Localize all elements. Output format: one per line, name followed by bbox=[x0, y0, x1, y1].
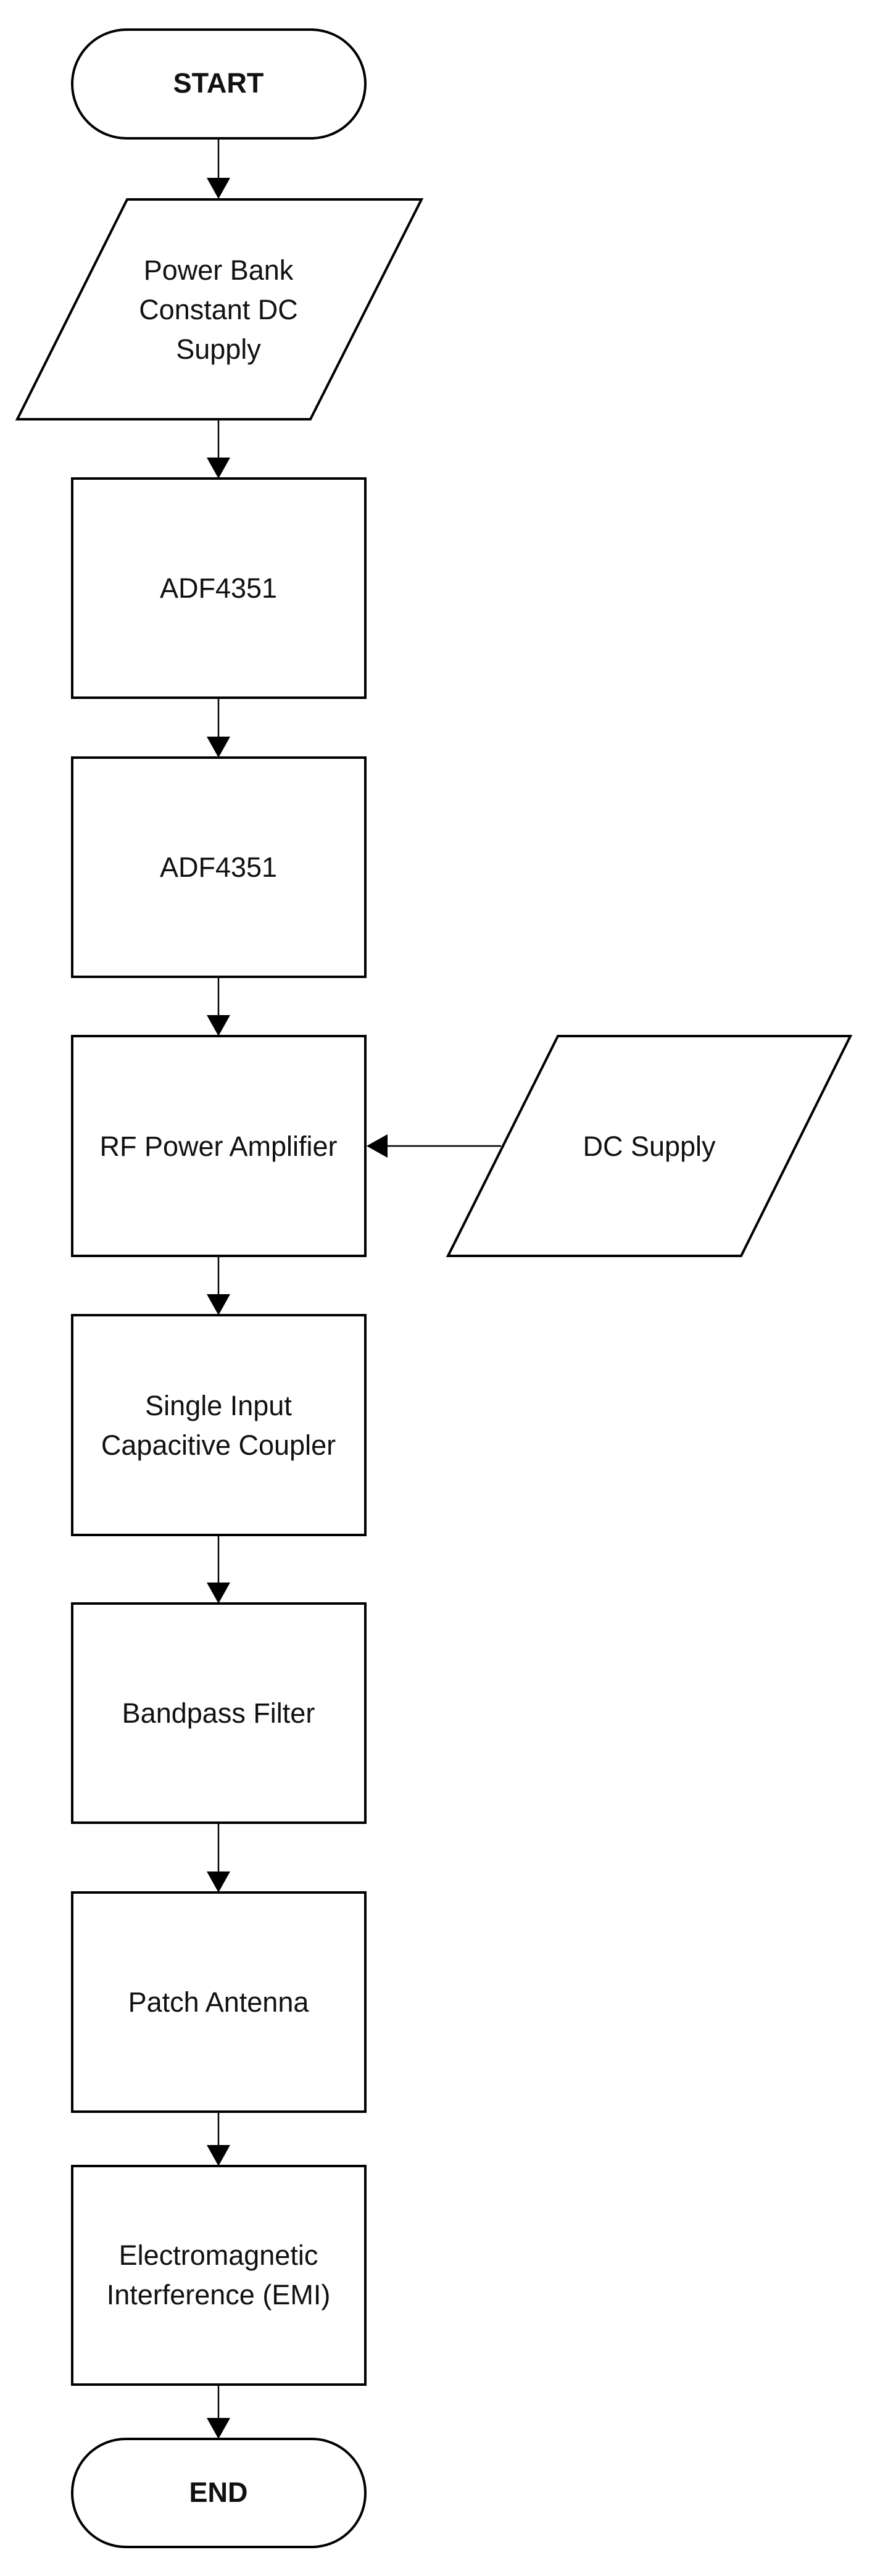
edge-rf-power-amplifier-to-capacitive-coupler bbox=[207, 1256, 230, 1315]
arrowhead bbox=[207, 178, 230, 199]
arrowhead bbox=[207, 2145, 230, 2166]
edge-adf4351-second-to-rf-power-amplifier bbox=[207, 977, 230, 1036]
arrowhead bbox=[207, 1871, 230, 1892]
edge-start-to-power-bank bbox=[207, 138, 230, 199]
node-label: START bbox=[173, 67, 264, 99]
node-label: Capacitive Coupler bbox=[101, 1429, 336, 1461]
edge-power-bank-to-adf4351-first bbox=[207, 419, 230, 479]
node-label: Single Input bbox=[145, 1390, 292, 1421]
arrowhead bbox=[207, 737, 230, 758]
node-label: Bandpass Filter bbox=[122, 1697, 315, 1729]
adf4351-first-block: ADF4351 bbox=[71, 477, 367, 699]
edge-capacitive-coupler-to-bandpass-filter bbox=[207, 1535, 230, 1604]
node-label: END bbox=[189, 2477, 247, 2508]
edge-dc-supply-to-rf-power-amplifier bbox=[367, 1134, 501, 1158]
dc-supply-input: DC Supply bbox=[446, 1035, 853, 1257]
edge-patch-antenna-to-emi bbox=[207, 2112, 230, 2166]
node-label: ADF4351 bbox=[160, 851, 277, 883]
node-label: Supply bbox=[176, 333, 261, 365]
node-label: Electromagnetic bbox=[119, 2239, 318, 2271]
arrowhead bbox=[207, 1015, 230, 1036]
node-label: DC Supply bbox=[583, 1131, 716, 1162]
node-label: Interference (EMI) bbox=[107, 2279, 331, 2310]
connectors bbox=[207, 138, 501, 2439]
node-label: RF Power Amplifier bbox=[99, 1131, 337, 1162]
capacitive-coupler-block: Single Input Capacitive Coupler bbox=[71, 1314, 367, 1536]
end-terminal: END bbox=[71, 2438, 367, 2548]
adf4351-second-block: ADF4351 bbox=[71, 756, 367, 978]
arrowhead bbox=[367, 1134, 388, 1158]
node-label: Constant DC bbox=[139, 294, 298, 325]
arrowhead bbox=[207, 1294, 230, 1315]
node-label: Power Bank bbox=[144, 254, 294, 286]
arrowhead bbox=[207, 2418, 230, 2439]
patch-antenna-block: Patch Antenna bbox=[71, 1891, 367, 2113]
start-terminal: START bbox=[71, 28, 367, 140]
arrowhead bbox=[207, 1583, 230, 1604]
node-label: ADF4351 bbox=[160, 572, 277, 604]
bandpass-filter-block: Bandpass Filter bbox=[71, 1602, 367, 1824]
edge-emi-to-end bbox=[207, 2385, 230, 2439]
emi-block: Electromagnetic Interference (EMI) bbox=[71, 2165, 367, 2386]
power-bank-input: Power Bank Constant DC Supply bbox=[15, 198, 424, 420]
edge-bandpass-filter-to-patch-antenna bbox=[207, 1823, 230, 1892]
node-label: Patch Antenna bbox=[128, 1986, 310, 2018]
rf-power-amplifier-block: RF Power Amplifier bbox=[71, 1035, 367, 1257]
arrowhead bbox=[207, 458, 230, 479]
edge-adf4351-first-to-adf4351-second bbox=[207, 698, 230, 758]
